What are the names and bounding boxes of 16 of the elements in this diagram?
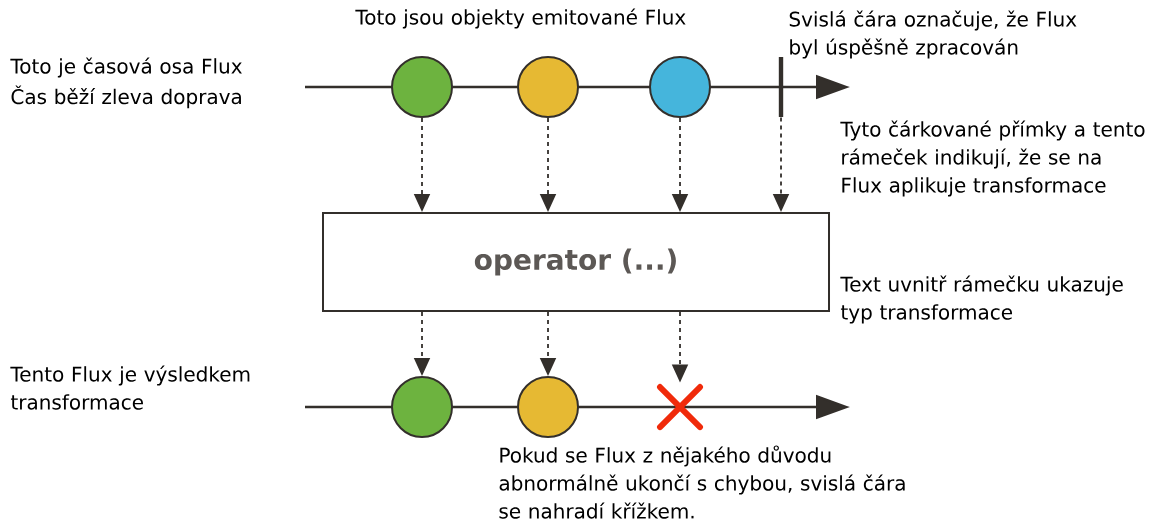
marble-circle bbox=[391, 56, 453, 118]
marble-circle bbox=[391, 376, 453, 438]
note-text: Toto je časová osa Flux bbox=[10, 57, 242, 78]
marble-circle bbox=[517, 56, 579, 118]
note-text: Pokud se Flux z nějakého důvodu abnormálně ukončí s chybou, svislá čára se nahradí křížkem. bbox=[499, 445, 905, 519]
note-text: Tyto čárkované přímky a tento rámeček indikují, že se na Flux aplikuje transformace bbox=[840, 120, 1145, 197]
operator-box: operator (...) bbox=[322, 212, 830, 312]
note-text: Svislá čára označuje, že Flux byl úspěšně zpracován bbox=[789, 10, 1077, 59]
completion-bar bbox=[778, 57, 784, 117]
note-text: Tento Flux je výsledkem transformace bbox=[10, 365, 250, 410]
marble-circle bbox=[517, 376, 579, 438]
note-text: Toto jsou objekty emitované Flux bbox=[355, 8, 686, 29]
error-cross bbox=[657, 384, 703, 430]
marble-circle bbox=[649, 56, 711, 118]
note-text: Čas běží zleva doprava bbox=[11, 85, 241, 109]
note-text: Text uvnitř rámečku ukazuje typ transformace bbox=[840, 275, 1123, 324]
